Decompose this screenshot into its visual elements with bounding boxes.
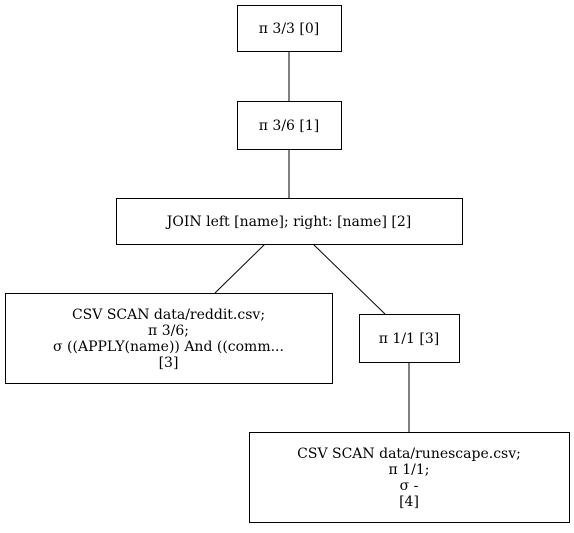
edge-n2-n4	[312, 243, 386, 315]
plan-node-label: [3]	[159, 355, 179, 371]
plan-node-n5: CSV SCAN data/runescape.csv;π 1/1;σ -[4]	[249, 432, 570, 523]
plan-node-label: π 3/3 [0]	[259, 21, 319, 37]
plan-node-n1: π 3/6 [1]	[237, 101, 342, 150]
plan-node-label: [4]	[399, 494, 419, 510]
plan-node-n3: CSV SCAN data/reddit.csv;π 3/6;σ ((APPLY…	[5, 293, 333, 384]
plan-node-box	[116, 198, 463, 245]
plan-node-label: σ -	[400, 478, 419, 494]
plan-node-n2: JOIN left [name]; right: [name] [2]	[116, 198, 463, 245]
edge-n2-n3	[214, 243, 266, 294]
plan-node-box	[5, 293, 333, 384]
plan-node-label: π 1/1 [3]	[379, 331, 439, 347]
plan-node-label: π 3/6 [1]	[259, 118, 319, 134]
plan-node-label: CSV SCAN data/runescape.csv;	[297, 446, 521, 462]
plan-node-label: JOIN left [name]; right: [name] [2]	[165, 214, 411, 230]
plan-node-n4: π 1/1 [3]	[359, 314, 460, 363]
plan-node-box	[237, 5, 342, 52]
plan-node-label: CSV SCAN data/reddit.csv;	[72, 307, 265, 323]
plan-node-label: π 3/6;	[148, 323, 189, 339]
plan-node-box	[359, 314, 460, 363]
plan-node-n0: π 3/3 [0]	[237, 5, 342, 52]
plan-node-label: π 1/1;	[389, 462, 430, 478]
plan-node-label: σ ((APPLY(name)) And ((comm...	[53, 339, 284, 355]
nodes-layer: π 3/3 [0] π 3/6 [1] JOIN left [name]; righ…	[5, 5, 570, 523]
plan-node-box	[237, 101, 342, 150]
edges-layer	[214, 51, 410, 432]
plan-node-box	[249, 432, 570, 523]
